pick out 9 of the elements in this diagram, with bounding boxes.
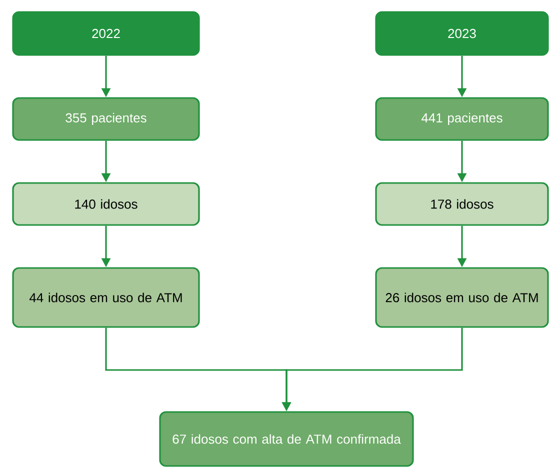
- process-box: 44 idosos em uso de ATM: [12, 267, 200, 328]
- process-box: 26 idosos em uso de ATM: [375, 267, 549, 328]
- process-box: 355 pacientes: [12, 97, 200, 141]
- process-box: 178 idosos: [375, 182, 549, 226]
- process-box: 2022: [12, 11, 200, 56]
- process-box: 2023: [375, 11, 549, 56]
- process-box: 140 idosos: [12, 182, 200, 226]
- process-box: 67 idosos com alta de ATM confirmada: [159, 411, 414, 467]
- process-box: 441 pacientes: [375, 97, 549, 141]
